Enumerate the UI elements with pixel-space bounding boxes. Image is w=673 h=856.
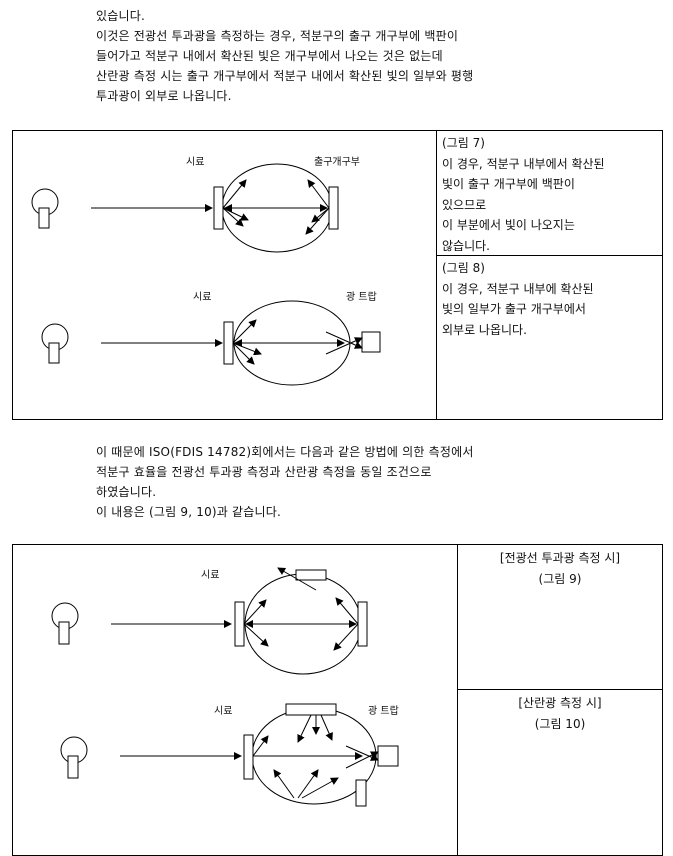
light-trap [345, 745, 399, 769]
caption-line: 빛의 일부가 출구 개구부에서 [442, 302, 586, 316]
caption-figure-7: (그림 7) 이 경우, 적분구 내부에서 확산된 빛이 출구 개구부에 백판이… [442, 133, 605, 256]
figure-table-top [12, 130, 663, 420]
white-plate [357, 601, 368, 647]
label-sample: 시료 [186, 156, 204, 168]
caption-title: [산란광 측정 시] [518, 696, 602, 710]
intro-paragraph: 있습니다. 이것은 전광선 투과광을 측정하는 경우, 적분구의 출구 개구부에… [96, 6, 473, 106]
intro-line: 산란광 측정 시는 출구 개구부에서 적분구 내에서 확산된 빛의 일부와 평행 [96, 69, 474, 83]
label-light-trap: 광 트랍 [368, 704, 399, 717]
caption-line: 외부로 나옵니다. [442, 322, 527, 337]
caption-sub: (그림 9) [538, 571, 582, 586]
caption-figure-9: [전광선 투과광 측정 시] (그림 9) [457, 548, 663, 589]
light-source-icon [51, 602, 79, 645]
caption-line: 이 경우, 적분구 내부에 확산된 [442, 281, 594, 296]
caption-sub: (그림 10) [534, 716, 586, 731]
label-sample: 시료 [193, 291, 211, 303]
caption-line: 빛이 출구 개구부에 백판이 [442, 177, 575, 191]
intro-line: 투과광이 외부로 나옵니다. [96, 89, 232, 103]
label-light-trap: 광 트랍 [346, 290, 377, 303]
intro-line: 들어가고 적분구 내에서 확산된 빛은 개구부에서 나오는 것은 없는데 [96, 49, 443, 63]
label-sample: 시료 [214, 705, 232, 717]
caption-line: 있으므로 [442, 197, 487, 212]
sample-plate [243, 734, 254, 780]
middle-line: 이 때문에 ISO(FDIS 14782)회에서는 다음과 같은 방법에 의한 … [96, 445, 474, 459]
white-plate [328, 186, 339, 230]
diagram-figure-8: 시료 광 트랍 [41, 290, 381, 386]
caption-figure-10: [산란광 측정 시] (그림 10) [457, 693, 663, 734]
caption-title: (그림 8) [442, 261, 485, 275]
middle-paragraph: 이 때문에 ISO(FDIS 14782)회에서는 다음과 같은 방법에 의한 … [96, 442, 474, 522]
caption-line: 않습니다. [442, 238, 490, 253]
caption-title: (그림 7) [442, 136, 485, 150]
light-source-icon [60, 736, 88, 779]
sample-plate [234, 601, 245, 647]
middle-line: 이 내용은 (그림 9, 10)과 같습니다. [96, 505, 282, 519]
diagram-figure-9: 시료 [51, 567, 368, 675]
intro-line: 이것은 전광선 투과광을 측정하는 경우, 적분구의 출구 개구부에 백판이 [96, 29, 459, 43]
caption-line: 이 부분에서 빛이 나오지는 [442, 218, 575, 232]
middle-line: 적분구 효율을 전광선 투과광 측정과 산란광 측정을 동일 조건으로 [96, 465, 432, 479]
caption-line: 이 경우, 적분구 내부에서 확산된 [442, 156, 605, 171]
sample-plate [213, 186, 224, 230]
diagram-figure-7: 시료 출구개구부 [31, 156, 360, 253]
light-source-icon [41, 323, 69, 364]
intro-line: 있습니다. [96, 9, 145, 23]
diagram-figure-10: 시료 광 트랍 [60, 703, 399, 807]
reference-plate [285, 703, 337, 716]
light-source-icon [31, 188, 59, 229]
side-plate [355, 779, 367, 807]
light-trap [325, 331, 381, 355]
label-exit-port: 출구개구부 [314, 156, 360, 168]
label-sample: 시료 [201, 569, 219, 581]
sample-plate [223, 321, 234, 365]
reference-plate [295, 569, 327, 581]
middle-line: 하였습니다. [96, 485, 157, 499]
caption-figure-8: (그림 8) 이 경우, 적분구 내부에 확산된 빛의 일부가 출구 개구부에서… [442, 258, 594, 340]
caption-title: [전광선 투과광 측정 시] [499, 551, 621, 565]
